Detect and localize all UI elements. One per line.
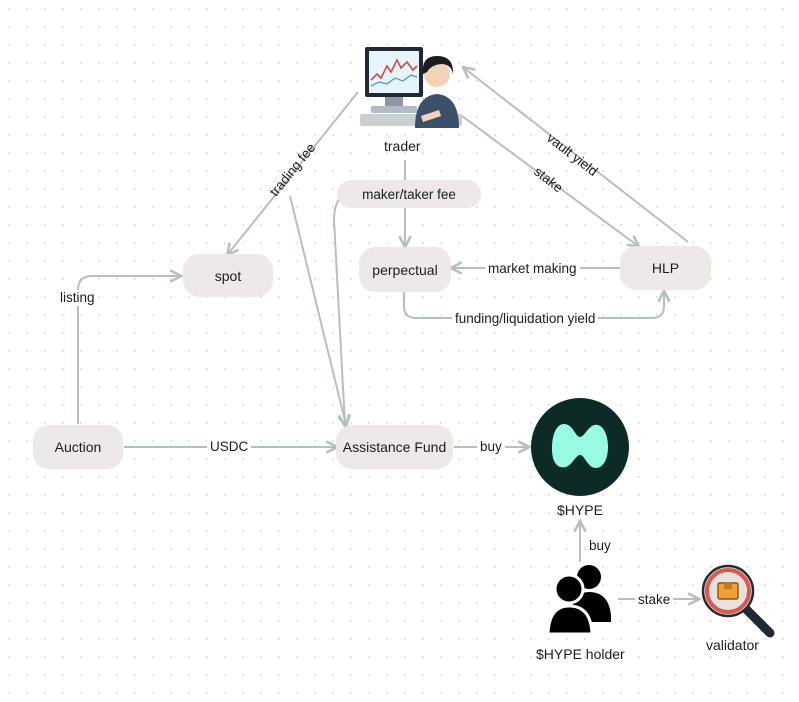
arrow-fee-to-fund [332, 194, 345, 425]
node-hype-holder-label: $HYPE holder [536, 646, 625, 662]
node-trader-label: trader [384, 138, 421, 154]
trader-at-computer-icon [357, 44, 465, 132]
node-validator-label: validator [706, 637, 759, 653]
edge-label-buy-fund: buy [477, 439, 505, 455]
people-icon [546, 562, 613, 636]
node-auction: Auction [33, 425, 123, 469]
node-hype-label: $HYPE [557, 502, 603, 518]
node-maker-taker-fee: maker/taker fee [337, 180, 481, 208]
edge-label-listing: listing [57, 290, 98, 306]
edge-label-buy-holder: buy [586, 538, 614, 554]
arrow-stake-trader [461, 115, 638, 246]
edge-label-funding-yield: funding/liquidation yield [452, 311, 599, 327]
validator-magnifier-icon [700, 563, 776, 639]
edge-label-usdc: USDC [207, 439, 252, 455]
node-spot: spot [183, 254, 273, 297]
arrow-vault-yield [464, 68, 689, 243]
edge-label-stake-holder: stake [635, 592, 674, 608]
arrow-listing [77, 276, 180, 424]
hype-logo-icon [530, 397, 630, 497]
arrow-trading-fee [228, 91, 359, 254]
node-perpetual: perpectual [359, 247, 451, 292]
node-hlp: HLP [620, 246, 711, 290]
edge-label-market-making: market making [485, 261, 580, 277]
node-assistance-fund: Assistance Fund [336, 425, 453, 469]
arrow-trader-to-fund [289, 195, 346, 425]
